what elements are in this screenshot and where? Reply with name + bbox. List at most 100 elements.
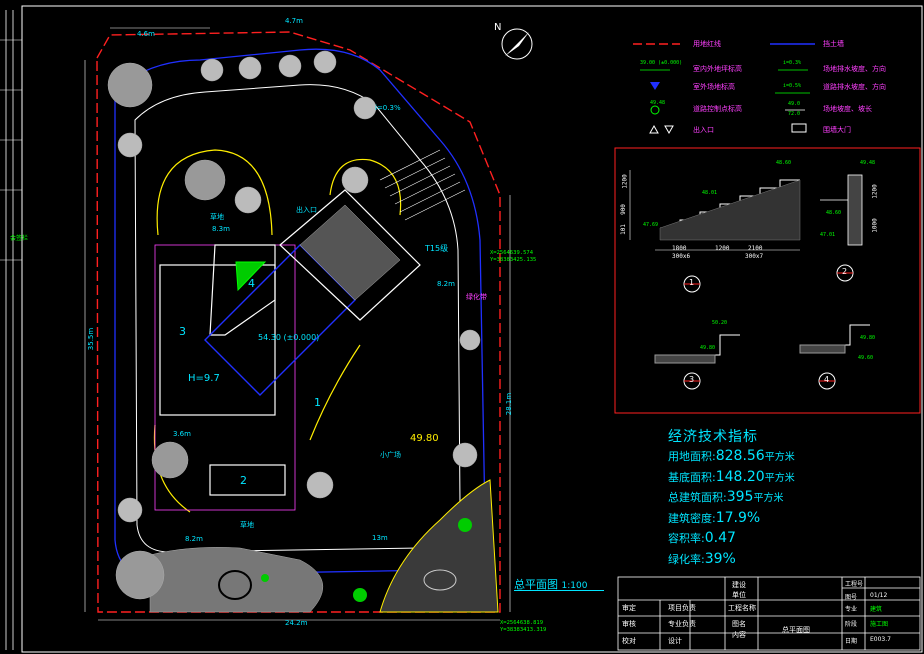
legend-value: 39.00 (±0.000) <box>640 60 683 66</box>
tree-icon <box>278 54 302 78</box>
details-frame <box>614 147 921 414</box>
tree-icon <box>117 497 143 523</box>
dim-label: 8.3m <box>212 225 230 233</box>
detail-dim: 1200 <box>621 174 629 189</box>
legend-label: 出入口 <box>693 126 714 134</box>
north-letter: N <box>494 22 502 33</box>
entry-label: 出入口 <box>296 206 317 214</box>
paving-area <box>149 547 324 613</box>
tb-drawing-name: 总平面图 <box>782 626 810 634</box>
stairs-hatch <box>379 149 466 221</box>
dim-label: 4.6m <box>137 30 155 38</box>
tb-cell: 校对 <box>622 637 636 645</box>
detail-dim: 1200 <box>871 184 879 199</box>
tb-cell: 内容 <box>732 631 746 639</box>
detail-dim: 1200 <box>715 245 730 252</box>
detail-elev: 48.01 <box>702 190 718 196</box>
tb-cell: 项目负责 <box>668 604 696 612</box>
tb-cell: 专业负责 <box>668 620 696 628</box>
indicator-row: 总建筑面积:395平方米 <box>668 489 784 505</box>
lawn-path-4 <box>153 424 191 513</box>
legend-label: 道路排水坡度、方向 <box>823 83 886 91</box>
legend-label: 室内外地坪标高 <box>693 65 742 73</box>
tb-label: 工程号 <box>845 581 864 588</box>
slope-label: i=0.3% <box>375 104 401 112</box>
tree-icon <box>234 186 262 214</box>
legend-value: 49.0 <box>788 101 801 107</box>
tree-icon <box>452 442 478 468</box>
tree-icon <box>151 441 189 479</box>
tb-value: E003.7 <box>870 636 891 643</box>
dimension-lines <box>84 27 511 621</box>
indicator-row: 绿化率:39% <box>668 550 736 567</box>
dim-label: 8.2m <box>185 535 203 543</box>
building-1-label: 1 <box>314 396 321 409</box>
building-4-mark <box>235 261 267 292</box>
building-3-label: 3 <box>179 325 186 338</box>
lawn-path-1 <box>156 149 273 236</box>
legend-value: i=0.3% <box>783 60 802 66</box>
indicator-row: 用地面积:828.56平方米 <box>668 448 795 464</box>
lawn-label: 草地 <box>240 521 254 529</box>
indicator-row: 建筑密度:17.9% <box>668 509 761 526</box>
tree-icon <box>459 329 481 351</box>
tree-icon <box>306 471 334 499</box>
legend-label: 围墙大门 <box>823 126 851 134</box>
detail-dim: 2100 <box>748 245 763 252</box>
indicator-row: 基底面积:148.20平方米 <box>668 468 795 485</box>
tb-cell: 审定 <box>622 604 636 612</box>
detail-dim: 300x6 <box>672 253 691 260</box>
tb-cell: 单位 <box>732 591 746 599</box>
plaza-elev-label: 49.80 <box>410 433 439 444</box>
tree-icon <box>353 96 377 120</box>
indicators-title: 经济技术指标 <box>668 429 758 445</box>
dim-label: 35.5m <box>87 327 96 351</box>
legend-label: 道路控制点标高 <box>693 105 742 113</box>
fountain <box>218 570 252 600</box>
stairs-label: T15级 <box>425 244 449 253</box>
detail-dim: 300x7 <box>745 253 764 260</box>
tb-value: 施工图 <box>870 621 889 628</box>
detail-dim: 101 <box>619 224 627 235</box>
detail-elev: 47.69 <box>643 222 659 228</box>
tb-cell: 建设 <box>732 581 746 589</box>
dim-label: 24.2m <box>285 619 308 627</box>
building-2-label: 2 <box>240 474 247 487</box>
tb-label: 图号 <box>845 594 858 601</box>
detail-elev: 49.80 <box>860 335 876 341</box>
detail-caption: 1 <box>689 278 695 287</box>
tb-label: 专业 <box>845 606 858 613</box>
legend-value: 72.0 <box>788 111 801 117</box>
lawn-path-3 <box>309 344 361 441</box>
tree-icon <box>115 550 165 600</box>
detail-elev: 49.60 <box>858 355 874 361</box>
coord-label: X=2564638.819 <box>500 620 544 626</box>
coord-label: X=2564639.574 <box>490 250 534 256</box>
detail-caption: 3 <box>689 375 695 384</box>
detail-dim: 900 <box>619 204 627 215</box>
property-red-line <box>96 31 501 613</box>
trees <box>107 50 481 600</box>
legend-label: 场地坡度、坡长 <box>823 105 872 113</box>
building-1-roof <box>279 189 421 321</box>
tb-label: 阶段 <box>845 621 858 628</box>
tree-icon <box>341 166 369 194</box>
water-feature-area <box>379 479 499 613</box>
tb-cell: 工程名称 <box>728 604 756 612</box>
title-block <box>617 576 921 651</box>
legend-symbols <box>633 43 815 135</box>
left-strip: 会签栏 <box>0 10 28 650</box>
shrubs <box>261 518 472 602</box>
tree-icon <box>117 132 143 158</box>
height-label: H=9.7 <box>188 373 220 384</box>
drawing-title: 总平面图 1:100 <box>514 578 588 591</box>
building-4-outline <box>209 244 276 336</box>
coord-label: Y=38383425.135 <box>490 257 537 263</box>
tree-icon <box>107 62 153 108</box>
left-strip-label: 会签栏 <box>10 234 28 242</box>
plaza-label: 小广场 <box>380 451 401 459</box>
building-2-outline <box>209 464 286 496</box>
detail-elev: 47.01 <box>820 232 836 238</box>
detail-elev: 49.48 <box>860 160 876 166</box>
